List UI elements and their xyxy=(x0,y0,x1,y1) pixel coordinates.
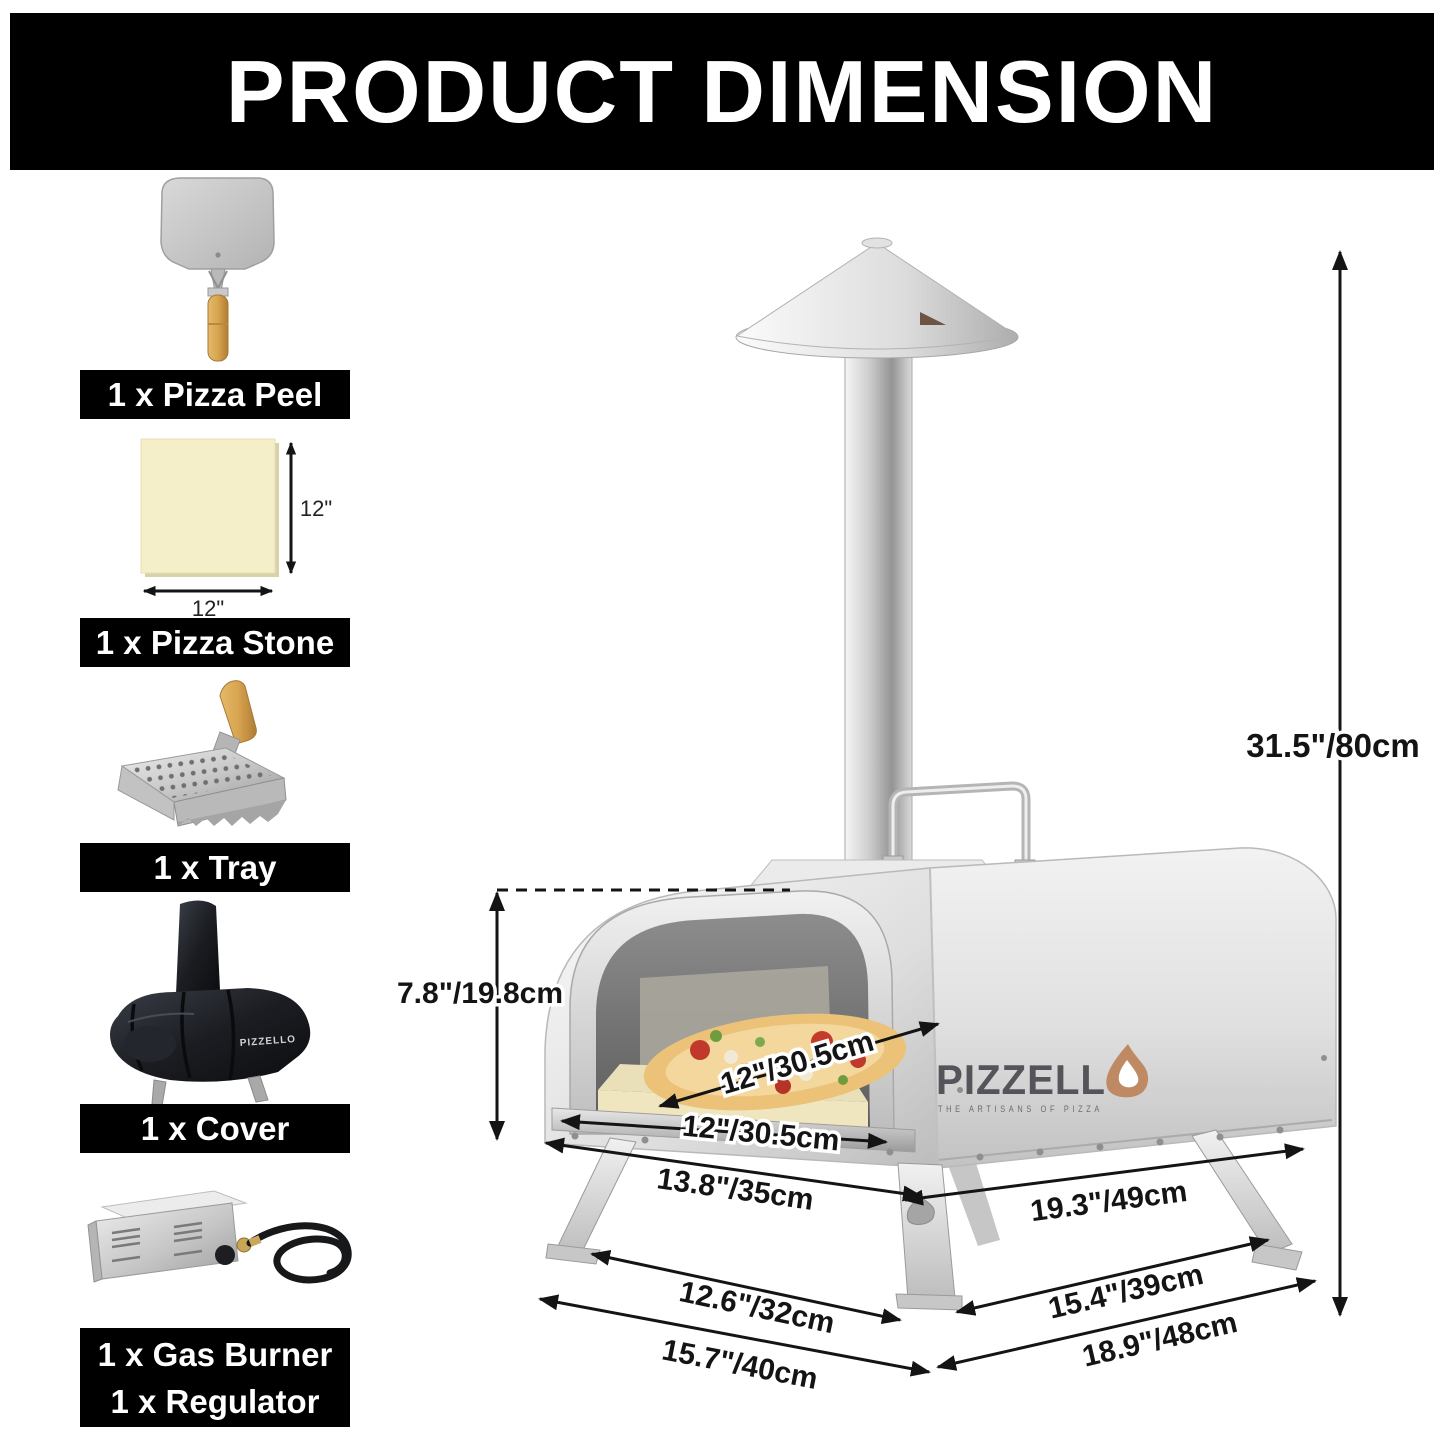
tray-icon xyxy=(117,680,287,827)
stone-width-label: 12" xyxy=(192,596,224,621)
stone-height-label: 12" xyxy=(300,496,332,521)
pizza-peel-icon xyxy=(160,177,275,362)
dim-feet-left-outer: 15.7"/40cm xyxy=(659,1333,820,1395)
brand-logo: PIZZELL THE ARTISANS OF PIZZA xyxy=(936,1044,1149,1114)
page-title: PRODUCT DIMENSION xyxy=(225,41,1219,141)
sidebar-item-pizza-stone: 1 x Pizza Stone xyxy=(80,618,350,667)
dim-feet-right-inner: 15.4"/39cm xyxy=(1045,1258,1206,1326)
pizza-stone-icon: 12" 12" xyxy=(140,438,332,621)
front-left-leg xyxy=(555,1137,637,1257)
sidebar-item-pizza-peel: 1 x Pizza Peel xyxy=(80,370,350,419)
sidebar-item-cover: 1 x Cover xyxy=(80,1104,350,1153)
center-leg xyxy=(897,1162,956,1301)
brand-tagline: THE ARTISANS OF PIZZA xyxy=(938,1104,1103,1114)
cover-logo: PIZZELLO xyxy=(239,1034,296,1049)
right-leg xyxy=(1191,1129,1293,1255)
dim-base-depth-right: 19.3"/49cm xyxy=(1028,1175,1189,1228)
gas-burner-icon xyxy=(87,1190,352,1284)
cover-icon: PIZZELLO xyxy=(110,900,311,1107)
dim-total-height: 31.5"/80cm xyxy=(1246,727,1419,764)
stone-square xyxy=(140,438,276,574)
sidebar-item-tray: 1 x Tray xyxy=(80,843,350,892)
brand-text: PIZZELL xyxy=(936,1056,1106,1103)
oven-dimension-figure: PIZZELL THE ARTISANS OF PIZZA 31.5"/80cm… xyxy=(393,237,1423,1399)
chimney-cap-icon xyxy=(735,242,1019,350)
chimney xyxy=(735,237,1019,867)
rear-leg xyxy=(948,1160,1000,1246)
oven-side-panel xyxy=(929,847,1337,1169)
sidebar-item-gas-burner: 1 x Gas Burner 1 x Regulator xyxy=(80,1328,350,1427)
header-banner: PRODUCT DIMENSION xyxy=(10,13,1434,170)
chimney-pipe xyxy=(844,335,913,867)
dim-opening-height: 7.8"/19.8cm xyxy=(397,977,563,1010)
